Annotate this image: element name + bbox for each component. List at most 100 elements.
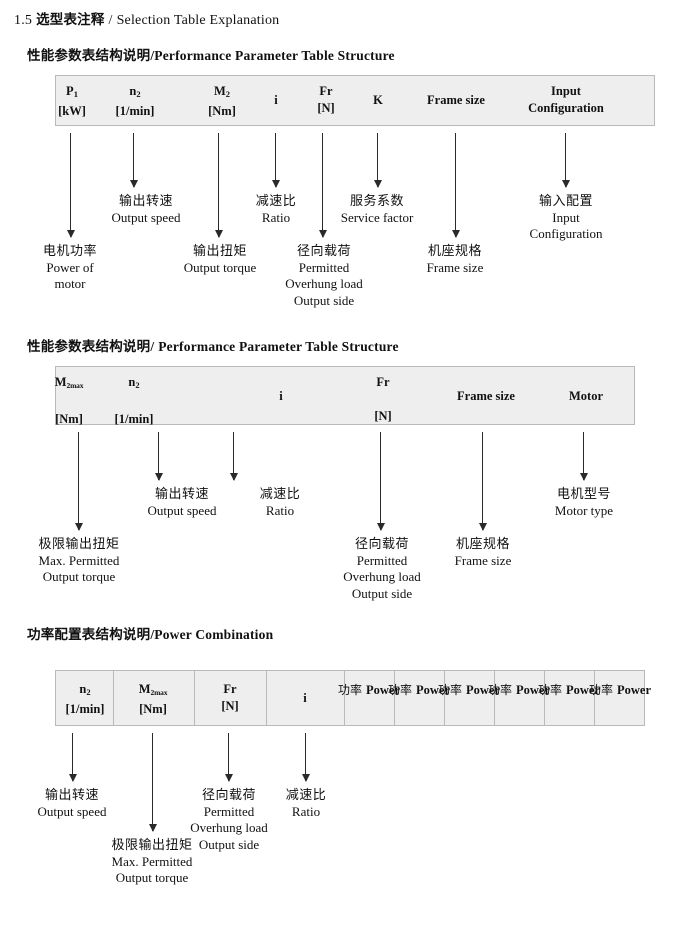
arrow-to-power-of-motor	[66, 133, 75, 238]
annotation-overhung-load-3-en-2: Overhung load	[190, 820, 268, 835]
table1-header-input-configuration: Input Configuration	[528, 83, 604, 117]
table2-header-i-symbol: i	[279, 389, 283, 403]
table3-header-n2-symbol: n	[79, 682, 87, 696]
section-2-title-separator: /	[150, 339, 155, 354]
table1-header-m2-unit: [Nm]	[208, 104, 236, 118]
arrow-to-frame-size-1	[451, 133, 460, 238]
annotation-overhung-load-3-cn: 径向载荷	[201, 787, 256, 802]
table3-divider-5	[394, 671, 395, 725]
annotation-output-torque-1-en-1: Output torque	[183, 259, 257, 275]
annotation-max-permitted-torque-3-cn: 极限输出扭矩	[111, 837, 193, 852]
table3-divider-7	[494, 671, 495, 725]
annotation-max-permitted-torque-3-en-1: Max. Permitted	[111, 853, 193, 869]
annotation-frame-size-1: 机座规格 Frame size	[427, 243, 484, 276]
annotation-frame-size-1-cn: 机座规格	[427, 243, 483, 258]
page-title-cn: 选型表注释	[36, 12, 105, 27]
annotation-max-permitted-torque-2-en-2: Output torque	[42, 569, 116, 584]
section-3-title-cn: 功率配置表结构说明	[27, 627, 151, 642]
table3-header-fr-unit: [N]	[221, 699, 239, 713]
arrow-to-output-torque-1	[214, 133, 223, 238]
annotation-ratio-3-cn: 减速比	[285, 787, 327, 802]
table1-header-i-symbol: i	[274, 93, 278, 107]
annotation-output-torque-1-cn: 输出扭矩	[192, 243, 248, 258]
arrow-to-ratio-2	[229, 432, 238, 481]
table3-power-column-3: 功率 Power	[438, 681, 500, 699]
annotation-ratio-3-en-1: Ratio	[291, 803, 321, 819]
arrow-to-frame-size-2	[478, 432, 487, 531]
table1-header-n2: n2 [1/min]	[116, 83, 155, 120]
annotation-overhung-load-3-en-1: Permitted	[203, 803, 255, 819]
section-3-title-en: Power Combination	[154, 627, 274, 642]
section-1-title: 性能参数表结构说明/Performance Parameter Table St…	[27, 44, 395, 64]
table3-divider-8	[544, 671, 545, 725]
table2-header-m2max-unit: [Nm]	[55, 412, 83, 426]
table2-header-n2-symbol: n	[128, 375, 136, 389]
table2-header-n2-sub: 2	[135, 380, 140, 390]
table3-power-column-6: 功率 Power	[589, 681, 651, 699]
annotation-overhung-load-2-en-2: Overhung load	[343, 569, 421, 584]
table3-header-fr: Fr [N]	[221, 681, 238, 715]
table2-header-m2max-symbol: M	[54, 375, 67, 389]
table1-header-i: i	[274, 92, 277, 109]
section-2-title-en: Performance Parameter Table Structure	[158, 339, 399, 354]
annotation-ratio-3: 减速比 Ratio	[286, 787, 327, 820]
performance-parameter-table-2: M2max [Nm] n2 [1/min] i Fr [N] Frame siz…	[55, 366, 635, 428]
annotation-overhung-load-1-cn: 径向载荷	[296, 243, 351, 258]
table3-divider-1	[113, 671, 114, 725]
annotation-frame-size-2-cn: 机座规格	[455, 536, 511, 551]
table1-header-p1-unit: [kW]	[58, 104, 86, 118]
annotation-input-configuration: 输入配置 Input Configuration	[530, 193, 603, 243]
annotation-ratio-1-cn: 减速比	[255, 193, 297, 208]
annotation-output-speed-3-en-1: Output speed	[37, 803, 107, 819]
annotation-service-factor-cn: 服务系数	[349, 193, 405, 208]
table3-power-column-2-cn: 功率	[387, 683, 412, 697]
annotation-input-configuration-en-1: Input	[552, 209, 580, 225]
annotation-overhung-load-2: 径向载荷 Permitted Overhung load Output side	[343, 536, 421, 602]
table1-header-p1-sub: 1	[73, 89, 78, 99]
annotation-overhung-load-3: 径向载荷 Permitted Overhung load Output side	[190, 787, 268, 853]
arrow-to-motor-type	[579, 432, 588, 481]
annotation-motor-type-cn: 电机型号	[556, 486, 612, 501]
annotation-output-torque-1: 输出扭矩 Output torque	[184, 243, 257, 276]
table1-header-input-line1: Input	[551, 84, 581, 98]
arrow-to-service-factor	[373, 133, 382, 188]
table3-header-n2-sub: 2	[86, 687, 91, 697]
table3-divider-6	[444, 671, 445, 725]
arrow-to-overhung-load-1	[318, 133, 327, 238]
section-3-title: 功率配置表结构说明/Power Combination	[27, 623, 273, 643]
table2-header-n2: n2 [1/min]	[115, 374, 154, 428]
table1-header-p1-symbol: P	[66, 84, 74, 98]
table3-header-m2max-symbol: M	[138, 682, 151, 696]
table3-header-fr-symbol: Fr	[223, 682, 237, 696]
annotation-max-permitted-torque-3-en-2: Output torque	[115, 870, 189, 885]
table3-header-i-symbol: i	[303, 691, 307, 705]
annotation-output-speed-3-cn: 输出转速	[44, 787, 99, 802]
annotation-overhung-load-2-en-3: Output side	[351, 585, 413, 601]
table3-divider-3	[266, 671, 267, 725]
annotation-power-of-motor-cn: 电机功率	[42, 243, 98, 258]
arrow-to-output-speed-1	[129, 133, 138, 188]
table3-divider-4	[344, 671, 345, 725]
table3-power-column-6-en: Power	[617, 683, 652, 697]
annotation-overhung-load-1-en-2: Overhung load	[285, 276, 363, 291]
table2-header-m2max: M2max [Nm]	[55, 374, 84, 428]
annotation-output-speed-1-en-1: Output speed	[111, 209, 181, 225]
table3-header-m2max: M2max [Nm]	[139, 681, 168, 718]
section-2-title: 性能参数表结构说明/ Performance Parameter Table S…	[27, 335, 399, 355]
annotation-frame-size-2-en-1: Frame size	[454, 552, 512, 568]
annotation-max-permitted-torque-2: 极限输出扭矩 Max. Permitted Output torque	[38, 536, 119, 586]
table2-header-motor: Motor	[569, 388, 603, 405]
table1-header-p1: P1 [kW]	[58, 83, 86, 120]
table3-header-n2: n2 [1/min]	[66, 681, 105, 718]
table1-header-n2-symbol: n	[129, 84, 137, 98]
annotation-overhung-load-1-en-1: Permitted	[298, 259, 350, 275]
table3-power-column-1-cn: 功率	[337, 683, 362, 697]
annotation-power-of-motor: 电机功率 Power of motor	[43, 243, 97, 293]
table3-divider-2	[194, 671, 195, 725]
table3-header-m2max-sub: 2max	[150, 688, 168, 697]
annotation-service-factor: 服务系数 Service factor	[341, 193, 414, 226]
annotation-ratio-1-en-1: Ratio	[261, 209, 291, 225]
table2-header-frame-size: Frame size	[457, 388, 515, 405]
table1-header-k: K	[373, 92, 383, 109]
annotation-frame-size-2: 机座规格 Frame size	[455, 536, 512, 569]
